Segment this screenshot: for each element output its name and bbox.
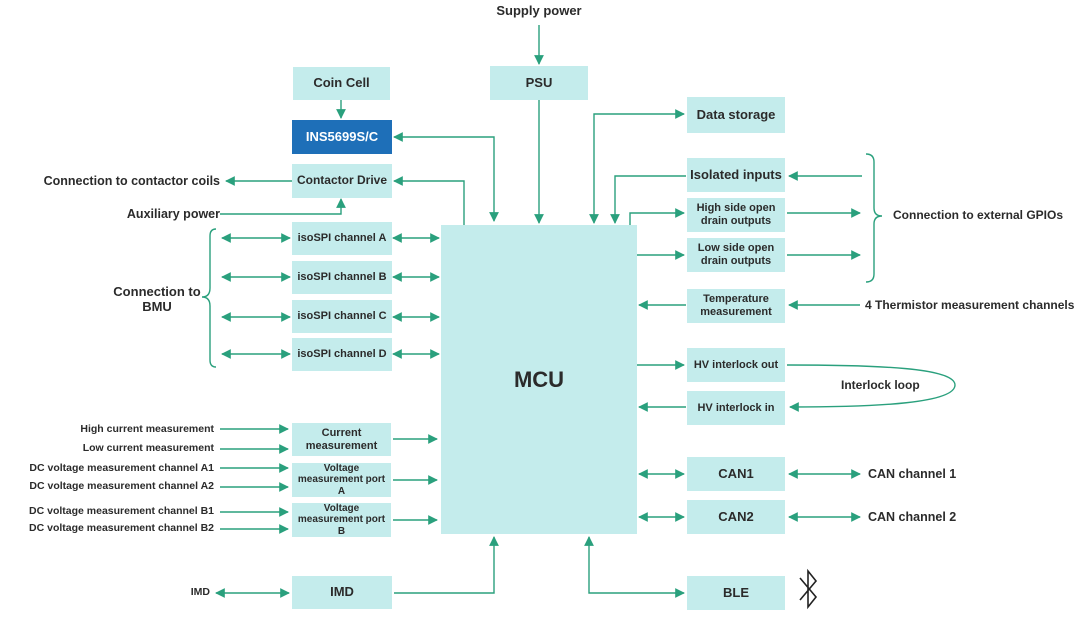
- bluetooth-icon: [799, 568, 818, 610]
- imd-external-label: IMD: [190, 586, 210, 598]
- can2-block: CAN2: [687, 500, 785, 534]
- connector: [220, 198, 346, 215]
- gpio-brace: [865, 153, 883, 283]
- can-channel-1-label: CAN channel 1: [868, 467, 957, 481]
- low-side-outputs-block: Low side open drain outputs: [687, 238, 785, 272]
- isospi-channel-a-block: isoSPI channel A: [292, 222, 392, 255]
- dc-b2-label: DC voltage measurement channel B2: [29, 522, 214, 534]
- connection-bmu-label: Connection to BMU: [113, 284, 201, 314]
- high-side-outputs-block: High side open drain outputs: [687, 198, 785, 232]
- high-current-label: High current measurement: [80, 423, 214, 435]
- mcu-block: MCU: [441, 225, 637, 534]
- temperature-measurement-block: Temperature measurement: [687, 289, 785, 323]
- can1-block: CAN1: [687, 457, 785, 491]
- dc-b1-label: DC voltage measurement channel B1: [29, 505, 214, 517]
- connector: [629, 208, 685, 225]
- ble-block: BLE: [687, 576, 785, 610]
- contactor-drive-block: Contactor Drive: [292, 164, 392, 198]
- external-gpios-label: Connection to external GPIOs: [893, 208, 1064, 222]
- can-channel-2-label: CAN channel 2: [868, 510, 957, 524]
- ins-block: INS5699S/C: [292, 120, 392, 154]
- connector: [610, 175, 686, 224]
- isospi-channel-d-block: isoSPI channel D: [292, 338, 392, 371]
- isospi-channel-b-block: isoSPI channel B: [292, 261, 392, 294]
- interlock-loop: [786, 364, 956, 412]
- dc-a2-label: DC voltage measurement channel A2: [29, 480, 214, 492]
- coin-cell-block: Coin Cell: [293, 67, 390, 100]
- thermistor-label: 4 Thermistor measurement channels: [865, 298, 1075, 312]
- data-storage-block: Data storage: [687, 97, 785, 133]
- dc-a1-label: DC voltage measurement channel A1: [29, 462, 214, 474]
- supply-power-label: Supply power: [496, 3, 582, 18]
- isospi-channel-c-block: isoSPI channel C: [292, 300, 392, 333]
- auxiliary-power-label: Auxiliary power: [126, 207, 220, 221]
- imd-block: IMD: [292, 576, 392, 609]
- psu-block: PSU: [490, 66, 588, 100]
- contactor-coils-label: Connection to contactor coils: [43, 174, 220, 188]
- voltage-port-a-block: Voltage measurement port A: [292, 463, 391, 497]
- connector: [589, 109, 685, 224]
- current-measurement-block: Current measurement: [292, 423, 391, 456]
- connector: [393, 176, 465, 225]
- voltage-port-b-block: Voltage measurement port B: [292, 503, 391, 537]
- low-current-label: Low current measurement: [82, 442, 214, 454]
- bmu-brace: [201, 228, 217, 368]
- interlock-loop-label: Interlock loop: [841, 378, 920, 392]
- hv-interlock-in-block: HV interlock in: [687, 391, 785, 425]
- connector: [394, 536, 499, 594]
- connector: [393, 132, 499, 222]
- isolated-inputs-block: Isolated inputs: [687, 158, 785, 192]
- connector: [584, 536, 685, 598]
- hv-interlock-out-block: HV interlock out: [687, 348, 785, 382]
